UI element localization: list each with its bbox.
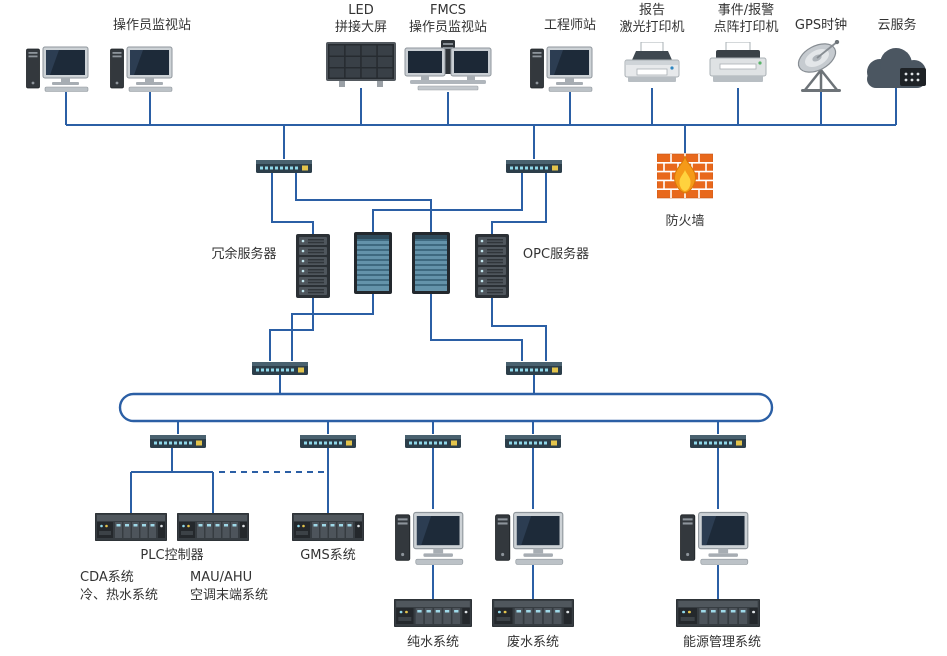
app-server-2-icon — [412, 232, 450, 294]
wire-server2-switch4 — [430, 294, 523, 361]
redundant-server-icon — [296, 234, 330, 298]
wire-switch1-redundant — [271, 172, 314, 234]
redundant-server-label: 冗余服务器 — [211, 247, 277, 262]
distribution-switch-1-icon — [252, 360, 308, 375]
field-switch-1-icon — [150, 433, 206, 448]
operator-workstation-2-icon — [110, 44, 174, 92]
wire-switch1-server2 — [295, 172, 432, 232]
wastewater-workstation-icon — [495, 509, 565, 565]
wire-switch2-server1 — [372, 172, 523, 232]
led-wall-label: LED 拼接大屏 — [334, 3, 387, 36]
cloud-service-icon — [858, 44, 934, 94]
dot-printer-label: 事件/报警 点阵打印机 — [713, 3, 779, 36]
field-switch-2-icon — [300, 433, 356, 448]
purewater-workstation-icon — [395, 509, 465, 565]
ring-network — [118, 392, 774, 423]
laser-printer-label: 报告 激光打印机 — [619, 3, 685, 36]
engineer-workstation-icon — [530, 44, 594, 92]
engineer-station-label: 工程师站 — [543, 18, 596, 33]
distribution-switch-2-icon — [506, 360, 562, 375]
laser-printer-icon — [622, 42, 682, 88]
led-videowall-icon — [326, 42, 396, 88]
plc-rack-energy-icon — [676, 599, 760, 627]
dotmatrix-printer-icon — [708, 42, 768, 88]
operator-station-label: 操作员监视站 — [112, 18, 191, 33]
cloud-service-label: 云服务 — [877, 18, 917, 33]
energy-workstation-icon — [680, 509, 750, 565]
field-switch-3-icon — [405, 433, 461, 448]
plc-rack-mau-icon — [177, 513, 249, 541]
mau-ahu-label: MAU/AHU — [190, 570, 253, 585]
chilled-hot-water-label: 冷、热水系统 — [80, 588, 159, 603]
fmcs-station-label: FMCS 操作员监视站 — [408, 3, 487, 36]
opc-server-icon — [475, 234, 509, 298]
fmcs-workstation-icon — [404, 40, 492, 92]
gps-dish-icon — [793, 40, 849, 92]
operator-workstation-1-icon — [26, 44, 90, 92]
gms-system-label: GMS系统 — [300, 548, 356, 563]
core-switch-2-icon — [506, 158, 562, 173]
wire-server1-switch3 — [291, 294, 374, 361]
field-switch-4-icon — [505, 433, 561, 448]
firewall-icon — [657, 152, 713, 200]
plc-rack-wastewater-icon — [492, 599, 574, 627]
wire-switch2-opc — [491, 172, 547, 234]
wire-opc-switch4 — [491, 298, 547, 361]
energy-mgmt-label: 能源管理系统 — [682, 635, 761, 650]
plc-controller-label: PLC控制器 — [140, 548, 204, 563]
ac-terminal-label: 空调末端系统 — [190, 588, 269, 603]
field-switch-5-icon — [690, 433, 746, 448]
app-server-1-icon — [354, 232, 392, 294]
gps-clock-label: GPS时钟 — [794, 18, 848, 33]
opc-server-label: OPC服务器 — [522, 247, 590, 262]
cda-system-label: CDA系统 — [80, 570, 134, 585]
plc-rack-gms-icon — [292, 513, 364, 541]
pure-water-label: 纯水系统 — [406, 635, 459, 650]
waste-water-label: 废水系统 — [506, 635, 559, 650]
core-switch-1-icon — [256, 158, 312, 173]
firewall-label: 防火墙 — [665, 214, 705, 229]
plc-rack-purewater-icon — [394, 599, 472, 627]
plc-rack-cda-icon — [95, 513, 167, 541]
